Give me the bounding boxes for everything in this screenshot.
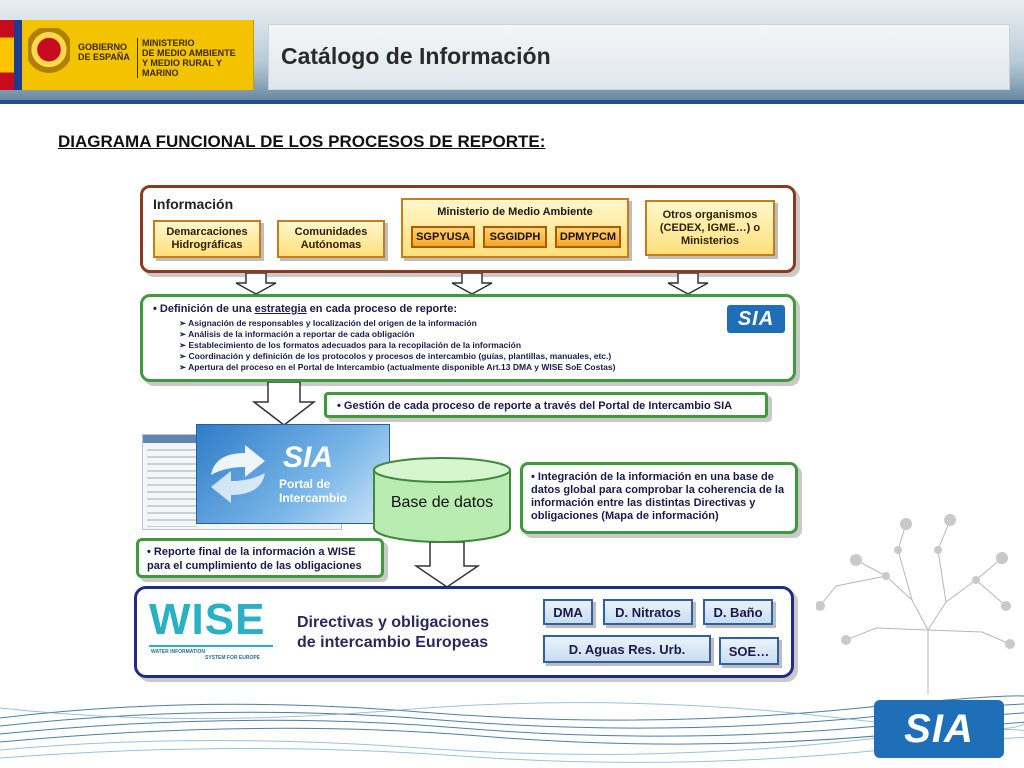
integracion-box: • Integración de la información en una b… bbox=[520, 462, 798, 534]
wave-decoration bbox=[0, 695, 1024, 763]
otros-organismos-box: Otros organismos (CEDEX, IGME…) o Minist… bbox=[645, 200, 775, 256]
reporte-final-text: • Reporte final de la información a WISE… bbox=[147, 546, 362, 572]
tag-bano: D. Baño bbox=[703, 599, 773, 625]
arrow-down-icon bbox=[414, 542, 480, 588]
footer-sia-logo: SIA bbox=[874, 700, 1004, 758]
comunidades-box: Comunidades Autónomas bbox=[277, 220, 385, 258]
tag-dma: DMA bbox=[543, 599, 593, 625]
demarcaciones-box: Demarcaciones Hidrográficas bbox=[153, 220, 261, 258]
ministerio-box: Ministerio de Medio Ambiente SGPYUSA SGG… bbox=[401, 198, 629, 258]
directivas-text: Directivas y obligaciones de intercambio… bbox=[297, 614, 490, 651]
tag-soe: SOE… bbox=[719, 637, 779, 665]
tag-aguas-res-urb: D. Aguas Res. Urb. bbox=[543, 635, 711, 663]
estrategia-item: ➢ Coordinación y definición de los proto… bbox=[179, 351, 612, 361]
government-logo: GOBIERNO DE ESPAÑA MINISTERIO DE MEDIO A… bbox=[0, 20, 254, 90]
estrategia-list: ➢ Asignación de responsables y localizac… bbox=[179, 318, 739, 373]
portal-caption: Portal de Intercambio bbox=[279, 477, 348, 505]
portal-panel: SIA Portal de Intercambio bbox=[196, 424, 390, 524]
estrategia-item: ➢ Análisis de la información a reportar … bbox=[179, 329, 415, 339]
estrategia-box: • Definición de una estrategia en cada p… bbox=[140, 294, 796, 382]
unit-sggidph: SGGIDPH bbox=[483, 226, 547, 248]
informacion-title: Información bbox=[153, 196, 234, 212]
arrow-down-icon bbox=[451, 273, 493, 295]
wise-logo-sub-left: WATER INFORMATION bbox=[151, 649, 205, 655]
gestion-box: • Gestión de cada proceso de reporte a t… bbox=[324, 392, 768, 418]
title-panel: Catálogo de Información bbox=[268, 24, 1010, 90]
coat-of-arms-icon bbox=[28, 28, 70, 82]
estrategia-item: ➢ Establecimiento de los formatos adecua… bbox=[179, 340, 522, 350]
estrategia-lead-pre: • Definición de una bbox=[153, 303, 255, 315]
eu-flag-icon bbox=[14, 20, 22, 90]
estrategia-lead-post: en cada proceso de reporte: bbox=[306, 303, 458, 315]
wise-box: WISE WATER INFORMATION SYSTEM FOR EUROPE… bbox=[134, 586, 794, 678]
unit-dpmypcm: DPMYPCM bbox=[555, 226, 621, 248]
spain-flag-icon bbox=[0, 20, 14, 90]
gestion-text: • Gestión de cada proceso de reporte a t… bbox=[337, 400, 733, 412]
arrow-down-icon bbox=[667, 273, 709, 295]
sia-logo: SIA bbox=[727, 305, 785, 333]
estrategia-lead: • Definición de una estrategia en cada p… bbox=[153, 303, 457, 315]
arrow-down-icon bbox=[235, 273, 277, 295]
ministerio-title: Ministerio de Medio Ambiente bbox=[437, 206, 593, 218]
tag-nitratos: D. Nitratos bbox=[603, 599, 693, 625]
portal-sia-logo: SIA bbox=[283, 441, 334, 474]
integracion-text: • Integración de la información en una b… bbox=[531, 471, 785, 522]
section-heading: DIAGRAMA FUNCIONAL DE LOS PROCESOS DE RE… bbox=[58, 132, 546, 151]
logo-divider bbox=[137, 38, 138, 78]
wise-logo: WISE bbox=[149, 595, 266, 644]
estrategia-item: ➢ Asignación de responsables y localizac… bbox=[179, 318, 477, 328]
reporte-final-box: • Reporte final de la información a WISE… bbox=[136, 538, 384, 578]
database-label: Base de datos bbox=[390, 494, 494, 511]
ministry-name: MINISTERIO DE MEDIO AMBIENTE Y MEDIO RUR… bbox=[142, 38, 236, 78]
wise-logo-sub-right: SYSTEM FOR EUROPE bbox=[205, 655, 261, 661]
informacion-box: Información Demarcaciones Hidrográficas … bbox=[140, 185, 796, 273]
plant-decoration-icon bbox=[816, 514, 1015, 694]
arrow-down-icon bbox=[252, 382, 316, 426]
estrategia-item: ➢ Apertura del proceso en el Portal de I… bbox=[179, 362, 616, 372]
estrategia-lead-em: estrategia bbox=[254, 303, 307, 315]
unit-sgpyusa: SGPYUSA bbox=[411, 226, 475, 248]
sync-arrows-icon bbox=[211, 445, 265, 503]
government-name: GOBIERNO DE ESPAÑA bbox=[78, 42, 130, 62]
page-title: Catálogo de Información bbox=[281, 43, 551, 69]
